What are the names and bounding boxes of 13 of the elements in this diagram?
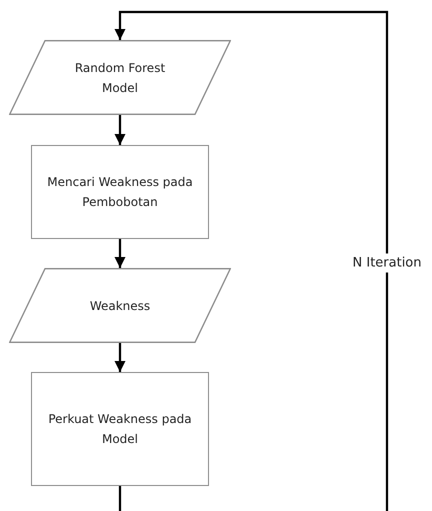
data-parallelogram <box>9 40 231 115</box>
node-text: Weakness <box>90 298 150 314</box>
arrow <box>114 343 126 372</box>
arrow <box>114 115 126 145</box>
node-text: Perkuat Weakness pada Model <box>47 411 193 448</box>
node-text: Random Forest Model <box>74 60 166 96</box>
arrow <box>114 239 126 268</box>
edge-label: N Iteration <box>352 254 422 272</box>
node-text: Mencari Weakness pada Pembobotan <box>46 174 194 211</box>
process-box <box>31 145 209 239</box>
arrow <box>114 10 388 511</box>
process-box <box>31 372 209 486</box>
data-parallelogram <box>9 268 231 343</box>
